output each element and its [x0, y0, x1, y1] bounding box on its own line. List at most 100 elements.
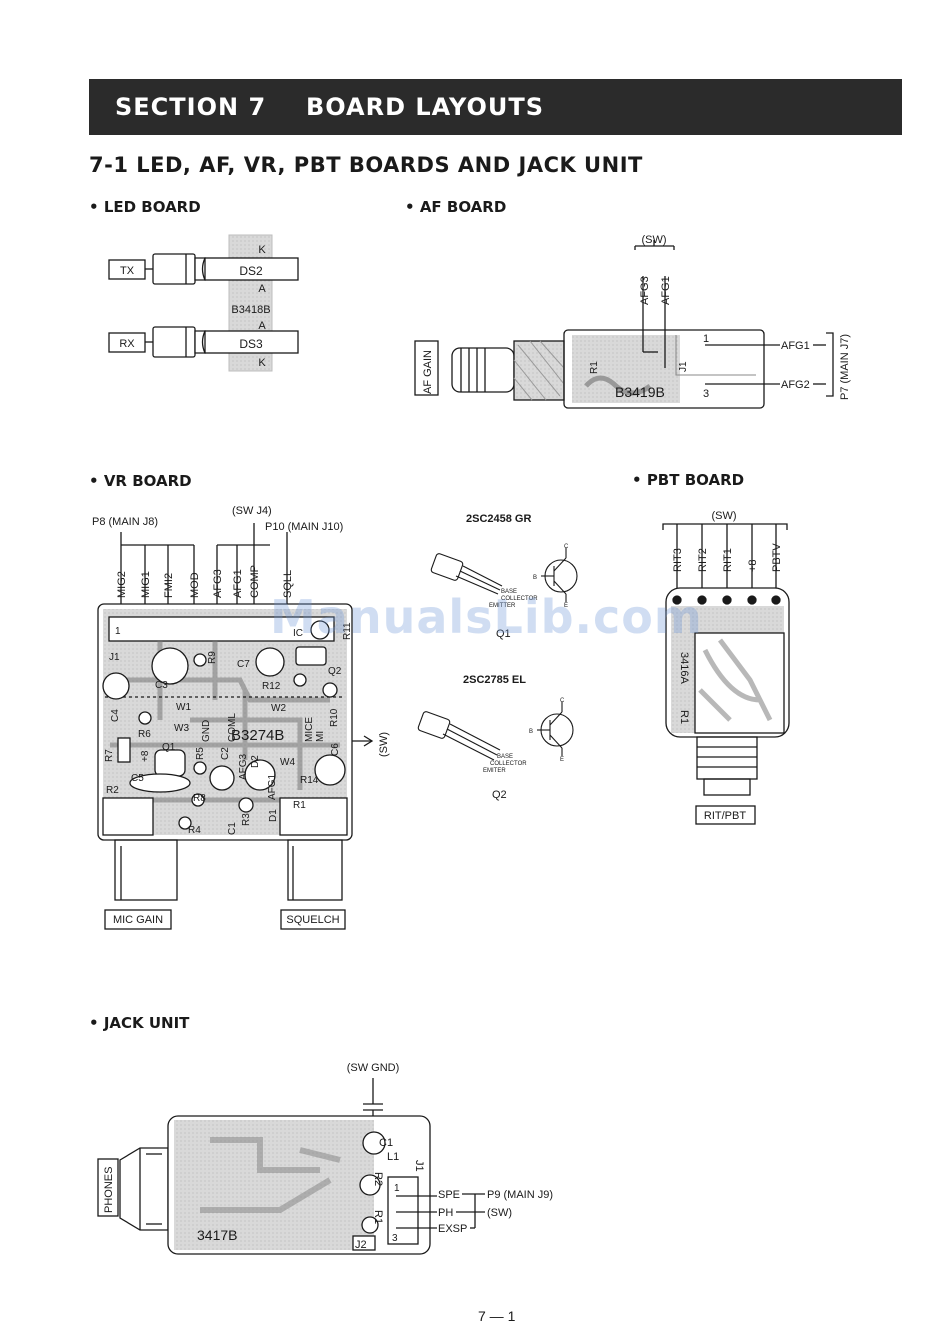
vr-pin-mig1: MIG1 [140, 571, 152, 598]
vr-comp-d1: D1 [268, 809, 279, 822]
jack-sw-label: (SW) [487, 1207, 512, 1219]
q2-part-number: 2SC2785 EL [463, 674, 526, 686]
jack-spe-label: SPE [438, 1189, 460, 1201]
af-r1-label: R1 [589, 361, 600, 374]
led-board-heading: • LED BOARD [89, 198, 201, 216]
af-j1-label: J1 [678, 361, 689, 372]
led-tx-label: TX [120, 265, 135, 277]
led-board-number: B3418B [231, 304, 270, 316]
jack-comp-j1: J1 [413, 1160, 425, 1172]
vr-comp-c1: C1 [227, 822, 238, 835]
vr-pin-afg3: AFG3 [212, 569, 224, 598]
vr-pin-mod: MOD [189, 572, 201, 598]
mic-gain-knob-label: MIC GAIN [113, 914, 163, 926]
vr-pin1-label: 1 [115, 626, 121, 637]
jack-exsp-label: EXSP [438, 1223, 467, 1235]
af-board-heading: • AF BOARD [405, 198, 507, 216]
vr-comp-c6: C6 [330, 743, 341, 756]
af-pin1-label: 1 [703, 333, 709, 345]
pbt-pin-pbtv: PBTV [771, 543, 783, 572]
vr-comp-c2: C2 [220, 747, 231, 760]
q1-part-number: 2SC2458 GR [466, 513, 531, 525]
section-number: SECTION 7 [115, 93, 267, 121]
vr-component-labels: J1 C3 R9 C7 R12 Q2 C4 W1 W3 W2 R6 GND CO… [104, 622, 353, 836]
jack-comp-l1: L1 [387, 1151, 399, 1163]
section-title: BOARD LAYOUTS [306, 93, 545, 121]
vr-board-heading: • VR BOARD [89, 472, 192, 490]
vr-comp-q1: Q1 [162, 742, 176, 753]
vr-pin-mig2: MIG2 [116, 571, 128, 598]
vr-comp-c4: C4 [110, 709, 121, 722]
vr-comp-w4: W4 [280, 757, 295, 768]
watermark: ManualsLib.com [270, 590, 703, 644]
q2-pin-e: E [560, 757, 564, 763]
vr-comp-r14: R14 [300, 775, 319, 786]
jack-comp-c1: C1 [379, 1137, 393, 1149]
af-pin3-label: 3 [703, 388, 709, 400]
pbt-board-number: 3416A [678, 652, 690, 684]
pbt-pin-rit1: RIT1 [722, 548, 734, 572]
vr-pin-sqll: SQLL [282, 570, 294, 598]
af-sw-label: (SW) [641, 234, 666, 246]
vr-comp-c3: C3 [155, 680, 168, 691]
q1-pin-b: B [533, 575, 537, 581]
vr-p10-label: P10 (MAIN J10) [265, 521, 343, 533]
jack-pin1-label: 1 [394, 1183, 400, 1194]
vr-comp-r8: R8 [193, 793, 206, 804]
led-board-diagram [108, 234, 299, 372]
q1-label: Q1 [496, 628, 511, 640]
led-k-top: K [258, 244, 266, 256]
led-ds3-label: DS3 [239, 337, 263, 351]
vr-comp-r7: R7 [104, 749, 115, 762]
af-afg3-pin: AFG3 [639, 276, 651, 305]
vr-comp-r11: R11 [342, 622, 353, 640]
rit-pbt-knob-label: RIT/PBT [704, 810, 746, 822]
pbt-pin-rit2: RIT2 [697, 548, 709, 572]
vr-board-diagram [97, 523, 374, 930]
af-afg1-out: AFG1 [781, 340, 810, 352]
q2-legend-collector: COLLECTOR [490, 761, 527, 767]
af-main-j7-label: P7 (MAIN J7) [839, 334, 851, 400]
led-a-bottom: A [258, 320, 266, 332]
pbt-r1-label: R1 [678, 710, 690, 724]
jack-comp-r1: R1 [372, 1210, 384, 1224]
jack-board-number: 3417B [197, 1227, 237, 1243]
af-afg1-pin: AFG1 [660, 276, 672, 305]
vr-comp-r9: R9 [207, 651, 218, 664]
jack-p9-label: P9 (MAIN J9) [487, 1189, 553, 1201]
vr-comp-mice: MICE [304, 717, 315, 742]
vr-comp-r4: R4 [188, 825, 201, 836]
q2-label: Q2 [492, 789, 507, 801]
q1-legend-emitter: EMITTER [489, 603, 516, 609]
af-board-number: B3419B [615, 384, 665, 400]
pbt-board-heading: • PBT BOARD [632, 471, 745, 489]
af-gain-knob-label: AF GAIN [422, 350, 434, 394]
transistor-q2-diagram [417, 702, 574, 761]
jack-comp-r2: R2 [372, 1172, 384, 1186]
vr-comp-c5: C5 [131, 773, 144, 784]
vr-pin-afg1: AFG1 [232, 569, 244, 598]
q2-legend-emitter: EMITER [483, 768, 506, 774]
vr-comp-mi: MI [315, 731, 326, 742]
transistor-q1-diagram [430, 548, 578, 602]
q1-legend-base: BASE [501, 589, 517, 595]
jack-pin3-label: 3 [392, 1233, 398, 1244]
jack-unit-heading: • JACK UNIT [89, 1014, 190, 1032]
vr-comp-w3: W3 [174, 723, 189, 734]
squelch-knob-label: SQUELCH [286, 914, 339, 926]
q2-legend-base: BASE [497, 754, 513, 760]
af-afg2-out: AFG2 [781, 379, 810, 391]
vr-comp-w2: W2 [271, 703, 286, 714]
vr-comp-coml: COML [227, 713, 238, 742]
pbt-sw-label: (SW) [711, 510, 736, 522]
vr-comp-afg3: AFG3 [238, 753, 249, 780]
vr-comp-r5: R5 [195, 747, 206, 760]
led-a-top: A [258, 283, 266, 295]
vr-pin-comp: COMP [249, 565, 261, 598]
vr-comp-r6: R6 [138, 729, 151, 740]
vr-comp-d2: D2 [250, 755, 261, 768]
vr-comp-w1: W1 [176, 702, 191, 713]
vr-board-number: B3274B [231, 727, 284, 744]
led-k-bottom: K [258, 357, 266, 369]
